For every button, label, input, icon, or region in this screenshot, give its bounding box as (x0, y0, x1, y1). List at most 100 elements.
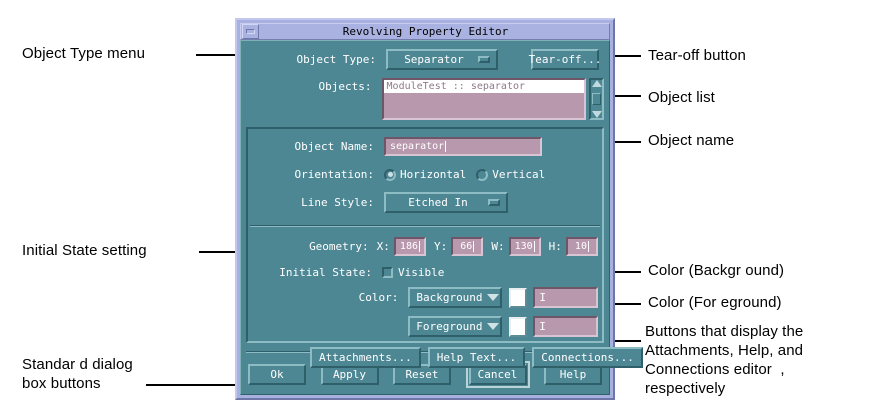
orientation-vertical-label: Vertical (492, 168, 546, 181)
object-type-menu[interactable]: Separator (386, 49, 498, 70)
geometry-y-label: Y: (434, 240, 448, 253)
visible-checkbox[interactable] (382, 267, 393, 278)
leader-line-dialog-buttons (146, 384, 262, 386)
dropdown-indicator-icon (478, 56, 490, 63)
geometry-w-label: W: (491, 240, 505, 253)
color-label: Color: (358, 291, 399, 304)
annotation-editor-buttons-line2: Attachments, Help, and (645, 342, 804, 359)
annotation-editor-buttons-line1: Buttons that display the (645, 323, 804, 340)
orientation-horizontal-label: Horizontal (400, 168, 467, 181)
color-foreground-menu[interactable]: Foreground (408, 316, 503, 337)
radio-vertical-icon[interactable] (476, 168, 489, 181)
geometry-x-value: 186 (399, 241, 418, 252)
orientation-label: Orientation: (294, 168, 374, 181)
annotation-object-type-menu: Object Type menu (22, 45, 146, 62)
geometry-y-value: 66 (460, 241, 473, 252)
color-background-menu[interactable]: Background (408, 287, 503, 308)
properties-group: Object Name: separator Orientation: Hori… (246, 127, 643, 368)
line-style-value: Etched In (408, 196, 468, 209)
objects-list-scrollbar[interactable] (589, 78, 604, 120)
title-bar[interactable]: Revolving Property Editor (240, 23, 610, 40)
tear-off-button[interactable]: Tear-off... (529, 49, 601, 70)
orientation-option-horizontal[interactable]: Horizontal (384, 168, 466, 181)
objects-list[interactable]: ModuleTest :: separator (381, 78, 587, 120)
color-background-row: Color: Background I (252, 287, 598, 308)
geometry-w-input[interactable]: 130 (508, 237, 541, 256)
dropdown-triangle-icon (486, 294, 499, 301)
line-style-row: Line Style: Etched In (252, 192, 598, 213)
object-name-label: Object Name: (294, 140, 374, 153)
geometry-h-value: 10 (574, 241, 587, 252)
annotation-object-name: Object name (648, 132, 735, 149)
initial-state-row: Initial State: Visible (252, 266, 598, 279)
reset-button[interactable]: Reset (393, 364, 451, 385)
annotation-editor-buttons-line3: Connections editor , (645, 361, 785, 378)
annotation-standard-dialog-buttons-line1: Standar d dialog (22, 356, 133, 373)
objects-row: Objects: ModuleTest :: separator (246, 78, 604, 120)
color-background-swatch[interactable] (509, 287, 528, 308)
objects-label: Objects: (318, 80, 372, 93)
ok-button[interactable]: Ok (248, 364, 306, 385)
dropdown-triangle-icon (486, 323, 499, 330)
annotation-tear-off-button: Tear-off button (648, 47, 746, 64)
annotation-object-list: Object list (648, 89, 715, 106)
color-foreground-value: Foreground (416, 320, 483, 333)
window-menu-icon[interactable] (242, 24, 259, 39)
line-style-menu[interactable]: Etched In (384, 192, 508, 213)
dialog-client-area: Object Type: Separator Tear-off... Objec… (240, 40, 643, 395)
editor-buttons-row: Attachments... Help Text... Connections.… (252, 347, 643, 368)
annotation-color-background: Color (Backgr ound) (648, 262, 785, 279)
geometry-h-input[interactable]: 10 (565, 237, 598, 256)
divider (246, 351, 604, 353)
ibeam-cursor-icon: I (539, 320, 546, 333)
leader-line-object-type (196, 54, 258, 56)
text-caret (473, 241, 475, 252)
radio-horizontal-icon[interactable] (384, 168, 396, 181)
object-type-value: Separator (404, 53, 464, 66)
window-title: Revolving Property Editor (342, 25, 509, 38)
orientation-row: Orientation: Horizontal Vertical (252, 168, 598, 181)
window-menu-glyph (246, 29, 255, 34)
text-caret (445, 141, 447, 152)
attachments-button[interactable]: Attachments... (310, 347, 421, 368)
geometry-row: Geometry: X: 186 Y: 66 W: 130 H: (252, 237, 598, 256)
color-foreground-swatch[interactable] (509, 316, 528, 337)
connections-button[interactable]: Connections... (532, 347, 643, 368)
dropdown-indicator-icon (488, 199, 500, 206)
annotation-color-foreground: Color (For eground) (648, 294, 782, 311)
orientation-option-vertical[interactable]: Vertical (476, 168, 545, 181)
geometry-label: Geometry: (309, 240, 369, 253)
color-foreground-input[interactable]: I (533, 316, 598, 337)
annotation-editor-buttons-line4: respectively (645, 380, 726, 397)
scroll-up-arrow-icon[interactable] (591, 80, 602, 87)
color-background-input[interactable]: I (533, 287, 598, 308)
object-name-input[interactable]: separator (384, 137, 542, 156)
property-editor-window: Revolving Property Editor Object Type: S… (235, 18, 643, 400)
line-style-label: Line Style: (301, 196, 374, 209)
text-caret (587, 241, 589, 252)
object-type-label: Object Type: (296, 53, 376, 66)
object-name-value: separator (390, 141, 445, 152)
annotation-initial-state-setting: Initial State setting (22, 242, 147, 259)
initial-state-label: Initial State: (279, 266, 372, 279)
scrollbar-thumb[interactable] (592, 93, 602, 105)
visible-checkbox-label: Visible (398, 266, 445, 279)
leader-line-tear-off (613, 55, 641, 57)
ibeam-cursor-icon: I (539, 291, 546, 304)
geometry-x-input[interactable]: 186 (393, 237, 426, 256)
object-name-row: Object Name: separator (252, 137, 598, 156)
text-caret (533, 241, 535, 252)
object-type-row: Object Type: Separator Tear-off... (246, 49, 604, 70)
geometry-h-label: H: (548, 240, 562, 253)
text-caret (418, 241, 420, 252)
list-item[interactable]: ModuleTest :: separator (383, 80, 585, 93)
geometry-w-value: 130 (514, 241, 533, 252)
geometry-y-input[interactable]: 66 (451, 237, 484, 256)
color-background-value: Background (416, 291, 483, 304)
scroll-down-arrow-icon[interactable] (591, 111, 602, 118)
help-text-button[interactable]: Help Text... (427, 347, 526, 368)
annotation-standard-dialog-buttons-line2: box buttons (22, 375, 101, 392)
divider (250, 225, 600, 227)
geometry-x-label: X: (376, 240, 390, 253)
color-foreground-row: Foreground I (252, 316, 598, 337)
